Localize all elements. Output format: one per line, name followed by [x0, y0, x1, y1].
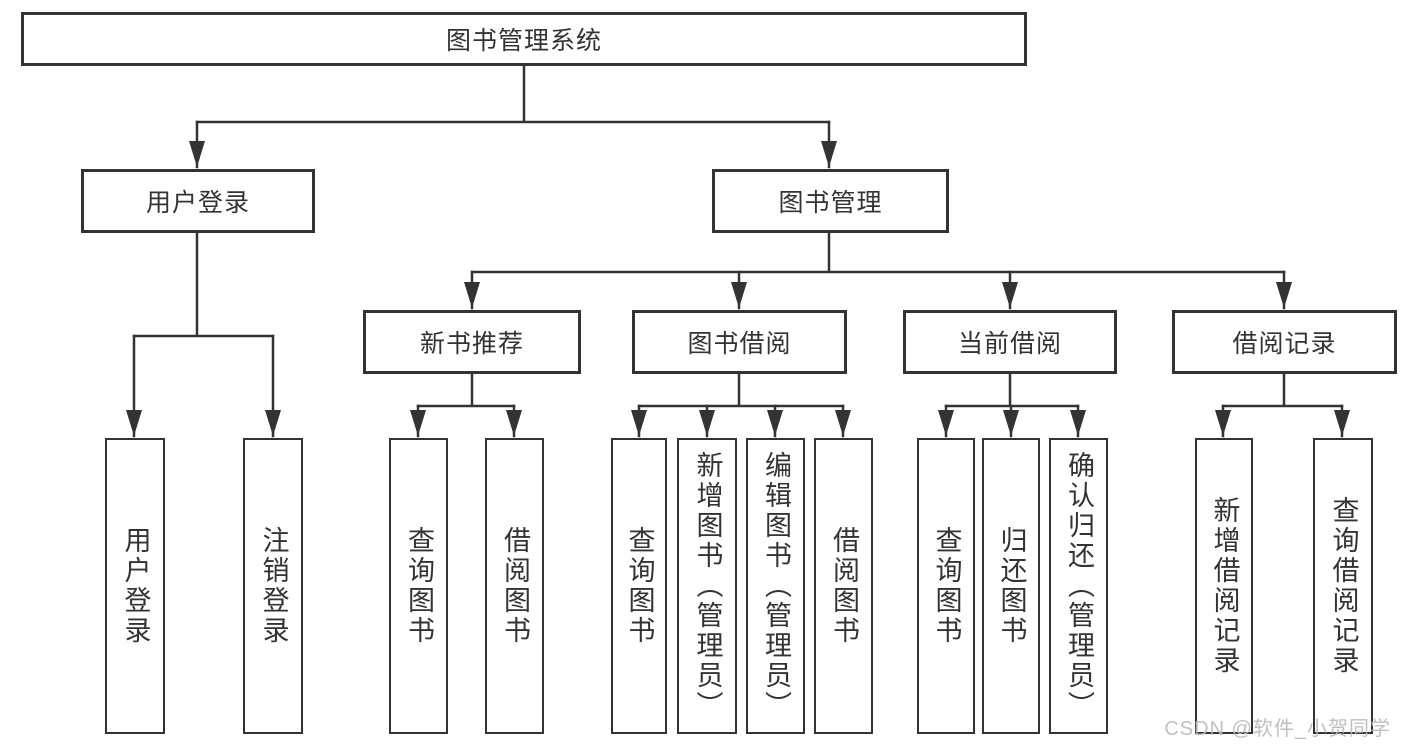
- leaf-logout: 注销登录: [243, 438, 303, 734]
- leaf-query-books-c: 查询图书: [917, 438, 975, 734]
- node-book-borrow: 图书借阅: [632, 310, 847, 374]
- leaf-confirm-return-admin-label: 确认归还（管理员）: [1064, 451, 1094, 721]
- leaf-borrow-books-b: 借阅图书: [814, 438, 873, 734]
- leaf-user-login: 用户登录: [105, 438, 165, 734]
- node-root: 图书管理系统: [21, 12, 1027, 66]
- leaf-query-books-a: 查询图书: [389, 438, 448, 734]
- leaf-return-books-label: 归还图书: [996, 526, 1027, 646]
- leaf-query-borrow-record: 查询借阅记录: [1313, 438, 1373, 734]
- leaf-add-borrow-record-label: 新增借阅记录: [1209, 496, 1240, 676]
- leaf-query-borrow-record-label: 查询借阅记录: [1328, 496, 1359, 676]
- leaf-query-books-c-label: 查询图书: [931, 526, 962, 646]
- leaf-logout-label: 注销登录: [258, 526, 289, 646]
- node-user-login: 用户登录: [81, 169, 315, 233]
- leaf-add-books-admin: 新增图书（管理员）: [677, 438, 737, 734]
- leaf-add-books-admin-label: 新增图书（管理员）: [692, 451, 723, 721]
- leaf-user-login-label: 用户登录: [120, 526, 151, 646]
- leaf-confirm-return-admin: 确认归还（管理员）: [1049, 438, 1108, 734]
- leaf-add-borrow-record: 新增借阅记录: [1195, 438, 1253, 734]
- leaf-query-books-b: 查询图书: [611, 438, 667, 734]
- leaf-borrow-books-b-label: 借阅图书: [829, 526, 859, 646]
- leaf-return-books: 归还图书: [982, 438, 1040, 734]
- connector-user-login: [132, 231, 275, 338]
- connector-book-management: [470, 231, 1286, 274]
- node-borrow-records: 借阅记录: [1172, 310, 1397, 374]
- leaf-edit-books-admin: 编辑图书（管理员）: [746, 438, 805, 734]
- csdn-watermark: CSDN @软件_小贺同学: [1164, 718, 1391, 740]
- node-new-book-recommend: 新书推荐: [363, 310, 581, 374]
- connector-borrow-records: [1221, 372, 1344, 408]
- connector-root: [195, 64, 831, 124]
- connector-current-borrow: [944, 372, 1080, 408]
- leaf-borrow-books-a-label: 借阅图书: [500, 526, 530, 646]
- connector-new-book-recommend: [416, 372, 516, 408]
- leaf-borrow-books-a: 借阅图书: [485, 438, 544, 734]
- connector-book-borrow: [637, 372, 845, 408]
- node-book-management: 图书管理: [712, 169, 949, 233]
- leaf-query-books-b-label: 查询图书: [624, 526, 655, 646]
- node-current-borrow: 当前借阅: [903, 310, 1117, 374]
- leaf-query-books-a-label: 查询图书: [404, 526, 434, 646]
- leaf-edit-books-admin-label: 编辑图书（管理员）: [761, 451, 791, 721]
